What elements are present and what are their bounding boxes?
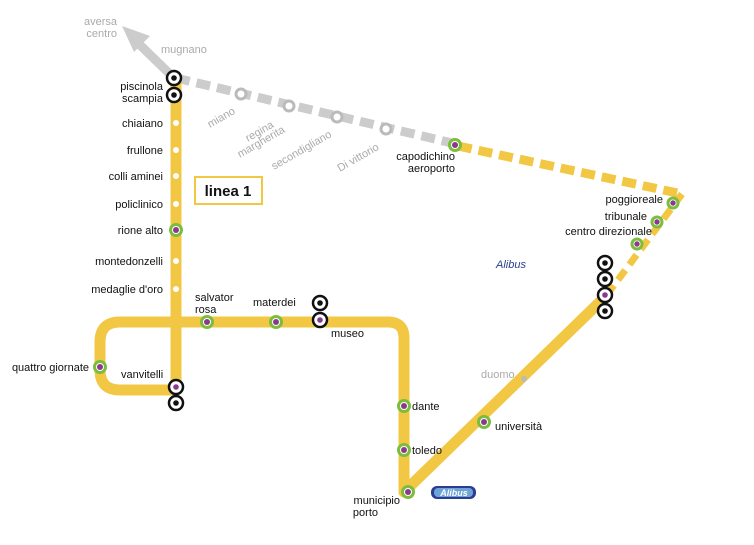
label-municipio: municipio: [354, 495, 400, 507]
grey-stations: [234, 87, 393, 136]
label-quattro-giornate: quattro giornate: [12, 362, 89, 374]
line-title: linea 1: [205, 183, 252, 200]
label-aeroporto: aeroporto: [408, 163, 455, 175]
label-di-vittorio: Di vittorio: [336, 141, 382, 174]
rail-interchange-garibaldi: [596, 254, 614, 320]
label-mugnano: mugnano: [161, 44, 207, 56]
label-rosa: rosa: [195, 304, 217, 316]
label-porto: porto: [353, 507, 378, 519]
line-title-box: linea 1: [194, 176, 263, 205]
label-museo: museo: [331, 328, 364, 340]
label-aversa: aversa: [84, 16, 118, 28]
label-capodichino: capodichino: [396, 151, 455, 163]
label-piscinola: piscinola: [120, 81, 164, 93]
label-universita: università: [495, 421, 543, 433]
small-stations: [173, 120, 179, 292]
label-miano: miano: [206, 105, 238, 130]
label-rione-alto: rione alto: [118, 225, 163, 237]
planned-line-yellow-a: [457, 141, 683, 199]
planned-line-grey: [174, 73, 454, 148]
duomo-station-dot: [521, 376, 527, 382]
label-vanvitelli: vanvitelli: [121, 369, 163, 381]
label-colli-aminei: colli aminei: [109, 171, 163, 183]
interchange-stations: [93, 138, 680, 499]
label-montedonzelli: montedonzelli: [95, 256, 163, 268]
rail-interchange-piscinola: [165, 69, 183, 104]
label-centro: centro: [86, 28, 117, 40]
label-chiaiano: chiaiano: [122, 118, 163, 130]
label-salvator: salvator: [195, 292, 234, 304]
label-medaglie-doro: medaglie d'oro: [91, 284, 163, 296]
planned-line-yellow-b: [603, 191, 685, 299]
label-duomo: duomo: [481, 369, 515, 381]
label-frullone: frullone: [127, 145, 163, 157]
rail-interchange-vanvitelli: [167, 378, 185, 412]
label-poggioreale: poggioreale: [606, 194, 664, 206]
alibus-badge: Alibus: [431, 486, 476, 499]
alibus-badge-label: Alibus: [439, 488, 468, 498]
label-scampia: scampia: [122, 93, 164, 105]
label-tribunale: tribunale: [605, 211, 647, 223]
label-dante: dante: [412, 401, 440, 413]
line-1-track: [94, 82, 610, 498]
label-policlinico: policlinico: [115, 199, 163, 211]
rail-interchange-museo: [311, 294, 329, 329]
label-alibus: Alibus: [495, 259, 526, 271]
label-centro-direzionale: centro direzionale: [565, 226, 652, 238]
label-materdei: materdei: [253, 297, 296, 309]
label-toledo: toledo: [412, 445, 442, 457]
